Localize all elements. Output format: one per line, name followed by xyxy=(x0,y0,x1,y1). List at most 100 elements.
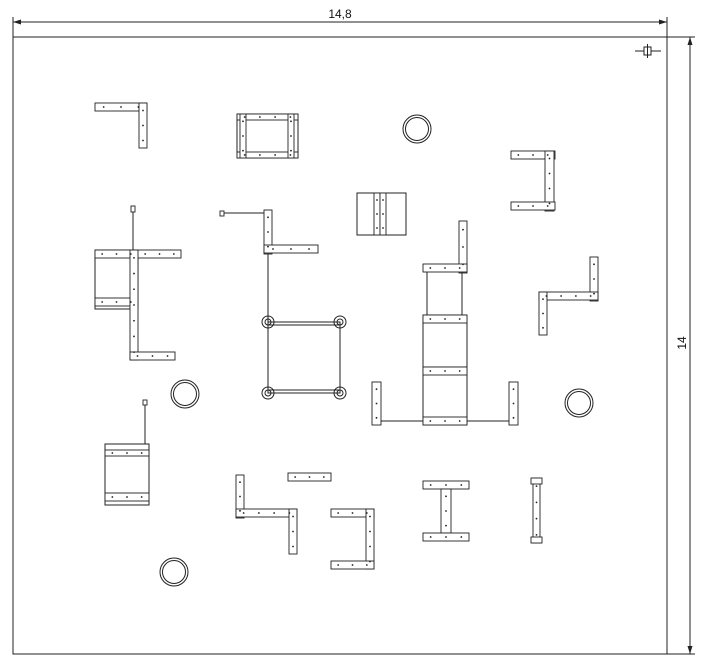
bolt-hole xyxy=(290,149,292,152)
bolt-hole xyxy=(120,106,122,108)
bolt-hole xyxy=(382,199,384,201)
plate-assembly-left xyxy=(94,205,182,361)
bolt-hole xyxy=(535,533,538,536)
bolt-hole xyxy=(290,248,292,250)
bolt-hole xyxy=(546,154,549,156)
bolt-hole xyxy=(517,205,520,207)
bolt-hole xyxy=(574,295,577,297)
bolt-hole xyxy=(548,202,551,205)
height-label: 14 xyxy=(675,336,689,350)
bolt-hole xyxy=(460,536,463,538)
bolt-hole xyxy=(462,263,464,266)
bolt-hole xyxy=(290,135,292,137)
c-bracket-top-right xyxy=(510,150,556,212)
bolt-hole xyxy=(369,515,371,518)
bolt-hole xyxy=(542,298,544,301)
bolt-hole xyxy=(560,295,563,297)
bolt-hole xyxy=(133,351,135,354)
bolt-hole xyxy=(532,205,534,207)
bolt-hole xyxy=(535,485,538,488)
bolt-hole xyxy=(166,355,169,357)
bolt-hole xyxy=(133,335,135,338)
width-label: 14,8 xyxy=(328,7,352,21)
bolt-hole xyxy=(242,512,245,514)
bolt-hole xyxy=(272,248,274,250)
bolt-hole xyxy=(548,157,551,160)
bolt-hole xyxy=(517,154,520,156)
square-frame xyxy=(261,315,347,400)
bolt-hole xyxy=(129,301,132,303)
bolt-hole xyxy=(546,205,549,207)
bolt-hole xyxy=(129,253,132,255)
ring-right xyxy=(564,388,594,418)
bolt-hole xyxy=(308,476,311,478)
bolt-hole xyxy=(535,501,538,504)
bolt-hole xyxy=(172,253,175,255)
framed-plate-center xyxy=(356,192,407,236)
bolt-hole xyxy=(458,370,461,372)
bolt-hole xyxy=(429,420,432,422)
bolt-hole xyxy=(292,545,294,548)
bolt-hole xyxy=(267,245,269,248)
bolt-hole xyxy=(365,512,368,514)
bolt-hole xyxy=(458,420,461,422)
bolt-hole xyxy=(375,416,378,419)
bolt-hole xyxy=(445,510,447,512)
width-dimension: 14,8 xyxy=(12,7,668,37)
bolt-hole xyxy=(429,370,432,372)
bolt-hole xyxy=(444,318,446,320)
bolt-hole xyxy=(512,402,515,405)
bolt-hole xyxy=(292,515,294,518)
bolt-hole xyxy=(144,253,147,255)
bolt-hole xyxy=(429,267,432,269)
bolt-hole xyxy=(111,496,114,498)
bolt-hole xyxy=(133,288,135,291)
bolt-hole xyxy=(136,355,139,357)
central-assembly xyxy=(371,220,519,426)
bolt-hole xyxy=(239,509,241,512)
bolt-hole xyxy=(593,263,595,266)
bolt-hole xyxy=(273,512,276,514)
bolt-hole xyxy=(126,452,128,454)
bolt-hole xyxy=(369,560,371,563)
bolt-hole xyxy=(137,106,140,108)
bolt-hole xyxy=(429,318,432,320)
l-bracket-right xyxy=(538,256,599,336)
bolt-hole xyxy=(445,484,447,486)
bolt-hole xyxy=(462,228,464,231)
bolt-hole xyxy=(532,154,534,156)
bolt-hole xyxy=(242,135,244,137)
bolt-hole xyxy=(142,124,144,127)
bolt-hole xyxy=(337,564,340,566)
bolt-hole xyxy=(258,154,261,156)
vertical-post xyxy=(530,477,543,544)
ring-bottom xyxy=(159,557,189,587)
bolt-hole xyxy=(458,318,461,320)
bolt-hole xyxy=(101,301,104,303)
bolt-hole xyxy=(542,326,544,329)
bolt-hole xyxy=(274,116,277,118)
bolt-hole xyxy=(322,476,325,478)
bolt-hole xyxy=(292,530,294,533)
bolt-hole xyxy=(140,452,143,454)
bolt-hole xyxy=(133,272,135,275)
bolt-hole xyxy=(133,304,135,306)
bolt-hole xyxy=(429,536,432,538)
bolt-hole xyxy=(126,496,128,498)
bolt-hole xyxy=(382,213,384,215)
bolt-hole xyxy=(376,227,378,229)
bolt-hole xyxy=(351,512,354,514)
bolt-hole xyxy=(115,301,118,303)
bolt-hole xyxy=(429,484,432,486)
t-post-arm xyxy=(219,209,319,322)
bolt-hole xyxy=(239,495,241,498)
bolt-hole xyxy=(512,416,515,419)
bolt-hole xyxy=(548,172,551,175)
bolt-hole xyxy=(274,154,277,156)
bolt-hole xyxy=(376,199,378,201)
bolt-hole xyxy=(267,216,269,219)
bolt-hole xyxy=(115,253,118,255)
bolt-hole xyxy=(151,355,154,357)
bolt-hole xyxy=(158,253,161,255)
